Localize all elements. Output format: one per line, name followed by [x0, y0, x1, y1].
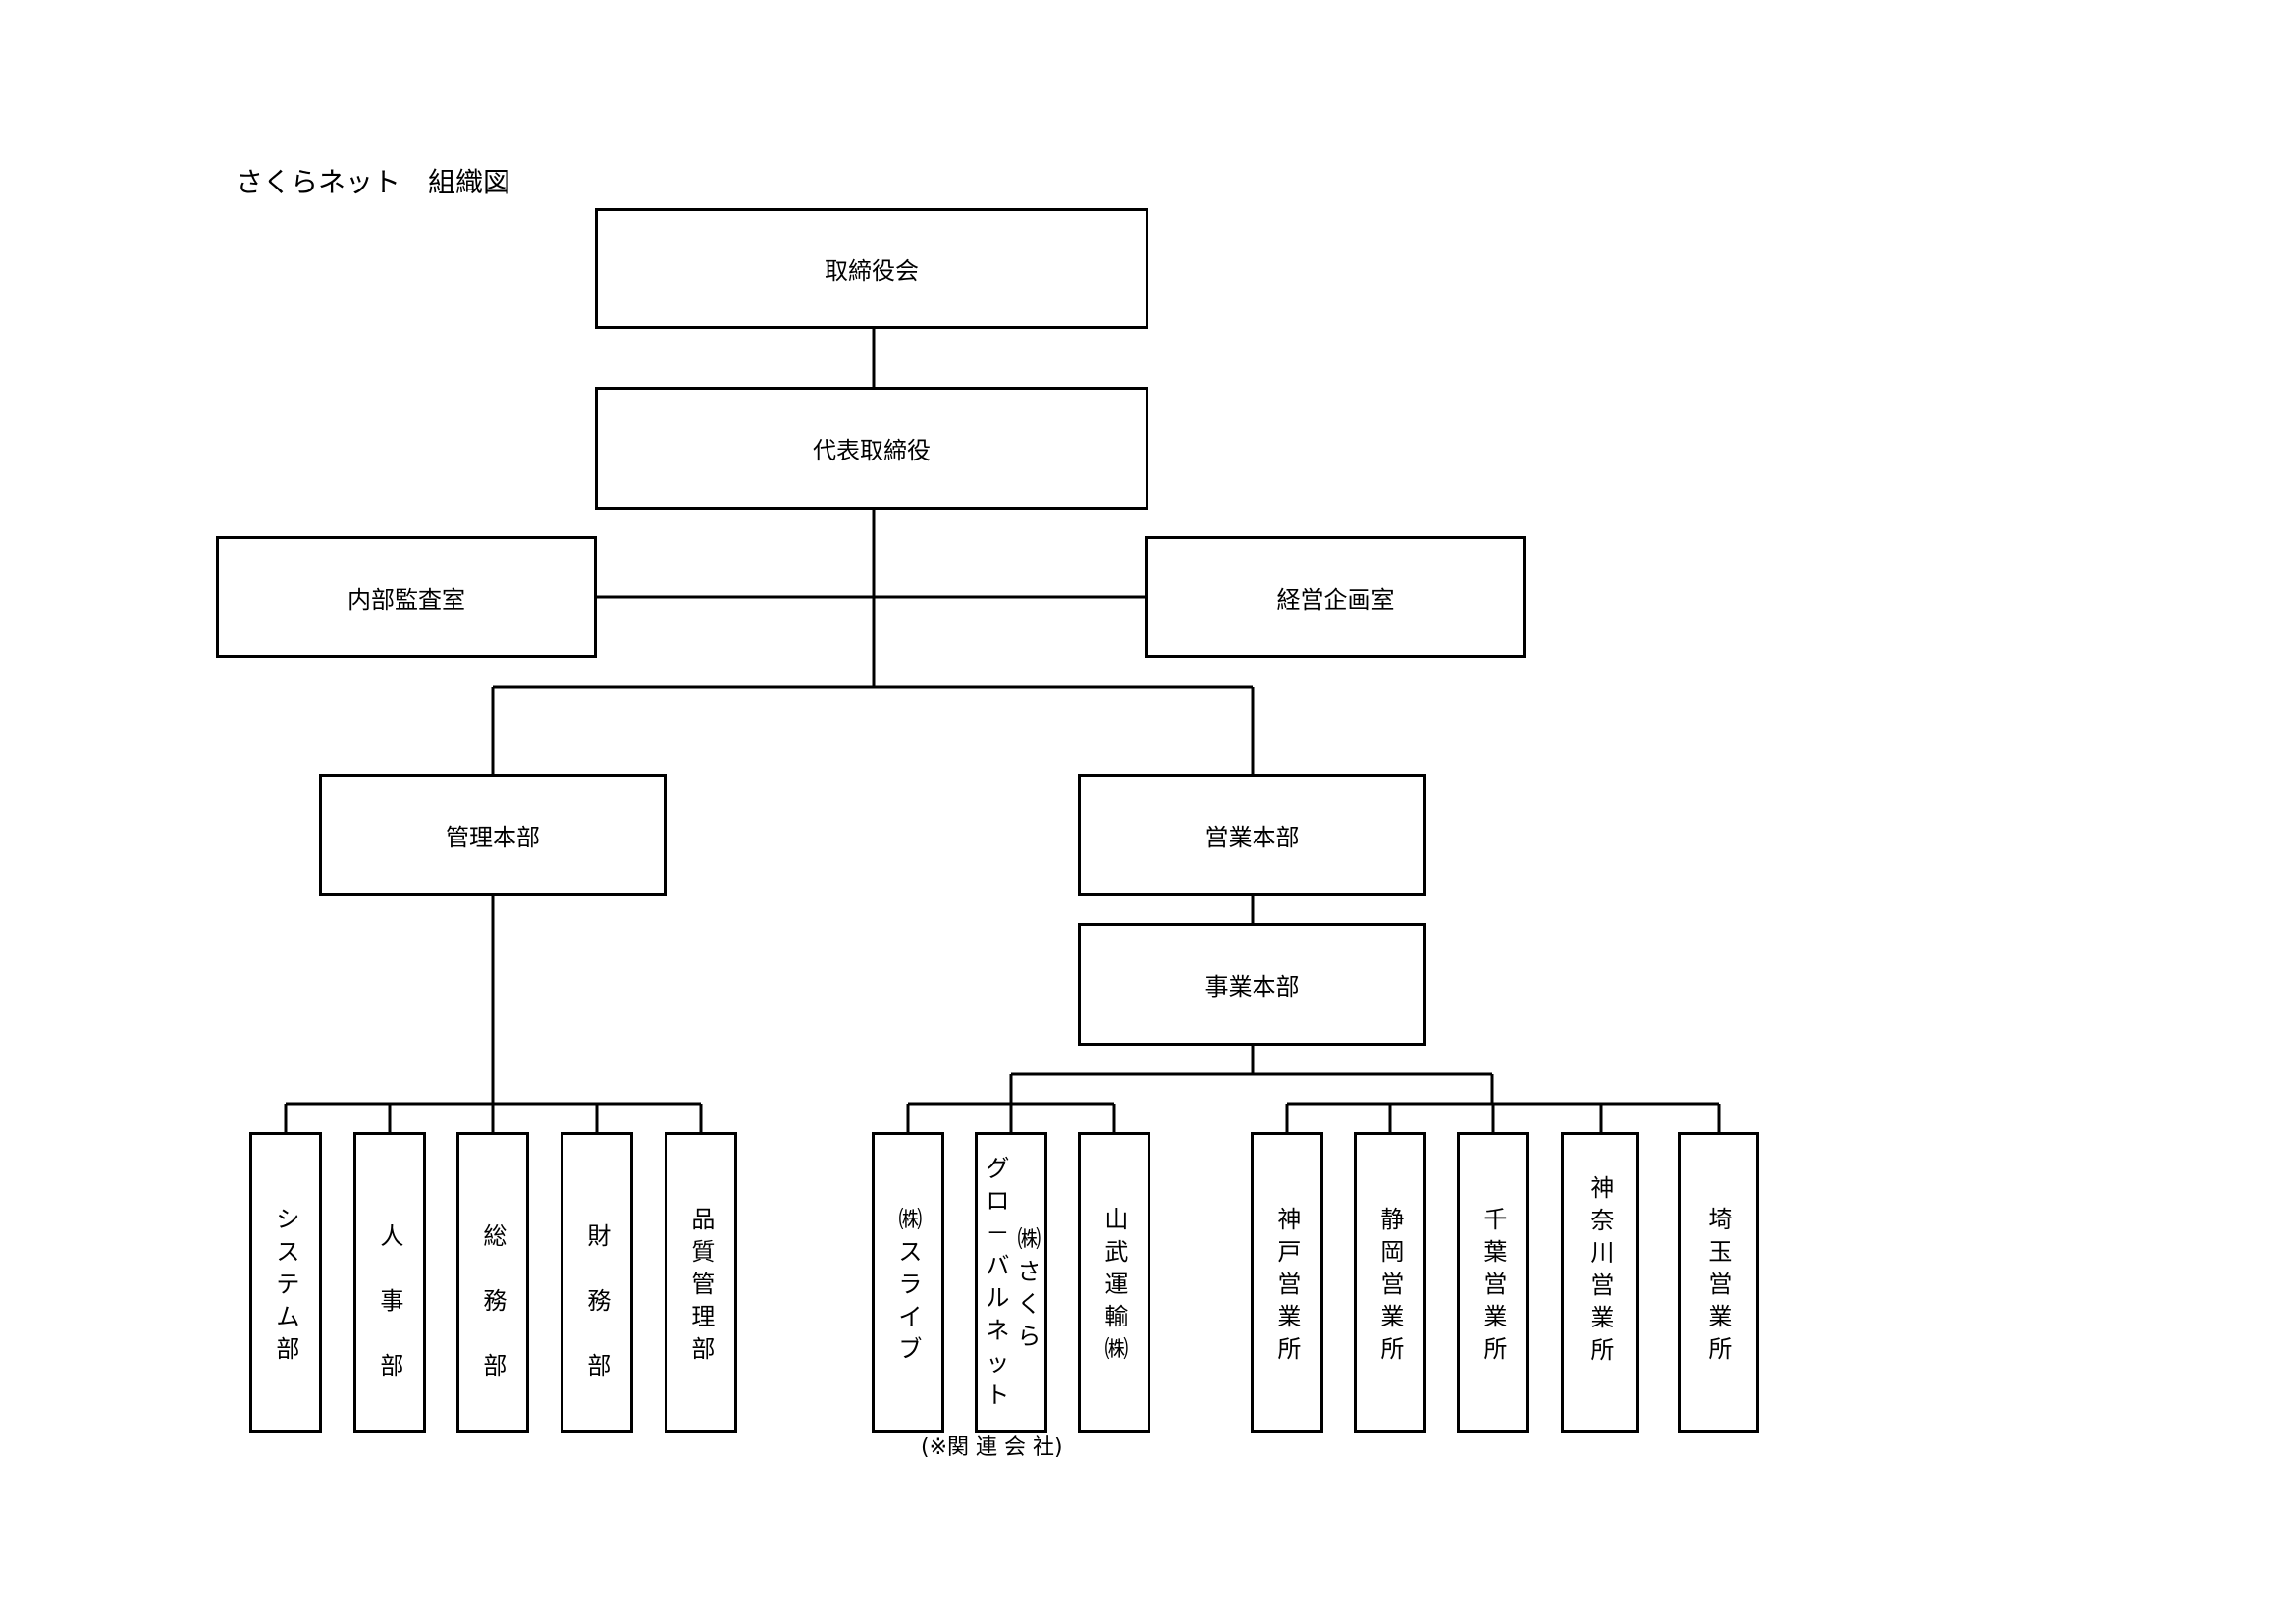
sales-hq-box: 営業本部: [1078, 774, 1426, 896]
dept-system-box: システム部: [249, 1132, 322, 1433]
dept-general-affairs-label: 総務部: [483, 1222, 507, 1380]
dept-finance-box: 財務部: [561, 1132, 633, 1433]
chart-title: さくらネット 組織図: [236, 166, 511, 198]
dept-general-affairs-box: 総務部: [456, 1132, 529, 1433]
board-label: 取締役会: [825, 257, 919, 285]
dept-hr-label: 人事部: [380, 1222, 404, 1380]
president-label: 代表取締役: [813, 437, 931, 464]
business-hq-label: 事業本部: [1204, 973, 1300, 1001]
affiliate-slide-box: ㈱スライブ: [872, 1132, 944, 1433]
admin-hq-box: 管理本部: [319, 774, 667, 896]
affiliate-global-box: グロ－バルネット ㈱さくら: [975, 1132, 1047, 1433]
planning-box: 経営企画室: [1145, 536, 1526, 658]
board-box: 取締役会: [595, 208, 1148, 329]
office-shizuoka-box: 静岡営業所: [1354, 1132, 1426, 1433]
office-saitama-box: 埼玉営業所: [1678, 1132, 1759, 1433]
affiliate-slide-label: ㈱スライブ: [898, 1206, 923, 1363]
office-chiba-box: 千葉営業所: [1457, 1132, 1529, 1433]
business-hq-box: 事業本部: [1078, 923, 1426, 1046]
internal-audit-box: 内部監査室: [216, 536, 597, 658]
dept-system-label: システム部: [276, 1206, 300, 1363]
dept-hr-box: 人事部: [353, 1132, 426, 1433]
office-chiba-label: 千葉営業所: [1483, 1206, 1508, 1363]
affiliate-yamatake-label: 山武運輸㈱: [1104, 1206, 1129, 1363]
affiliates-note: (※関 連 会 社): [921, 1435, 1063, 1460]
internal-audit-label: 内部監査室: [347, 585, 465, 614]
dept-quality-label: 品質管理部: [691, 1206, 716, 1363]
sales-hq-label: 営業本部: [1204, 824, 1300, 851]
president-box: 代表取締役: [595, 387, 1148, 510]
office-kobe-label: 神戸営業所: [1277, 1206, 1302, 1363]
dept-quality-box: 品質管理部: [665, 1132, 737, 1433]
dept-finance-label: 財務部: [587, 1222, 612, 1380]
office-saitama-label: 埼玉営業所: [1708, 1206, 1733, 1363]
affiliate-yamatake-box: 山武運輸㈱: [1078, 1132, 1150, 1433]
office-kanagawa-label: 神奈川営業所: [1590, 1174, 1615, 1364]
affiliate-global-line1: グロ－バルネット: [986, 1155, 1010, 1409]
office-kobe-box: 神戸営業所: [1251, 1132, 1323, 1433]
affiliate-global-line2: ㈱さくら: [1017, 1225, 1041, 1350]
office-shizuoka-label: 静岡営業所: [1380, 1206, 1405, 1363]
admin-hq-label: 管理本部: [446, 824, 540, 851]
office-kanagawa-box: 神奈川営業所: [1561, 1132, 1639, 1433]
planning-label: 経営企画室: [1276, 585, 1395, 614]
